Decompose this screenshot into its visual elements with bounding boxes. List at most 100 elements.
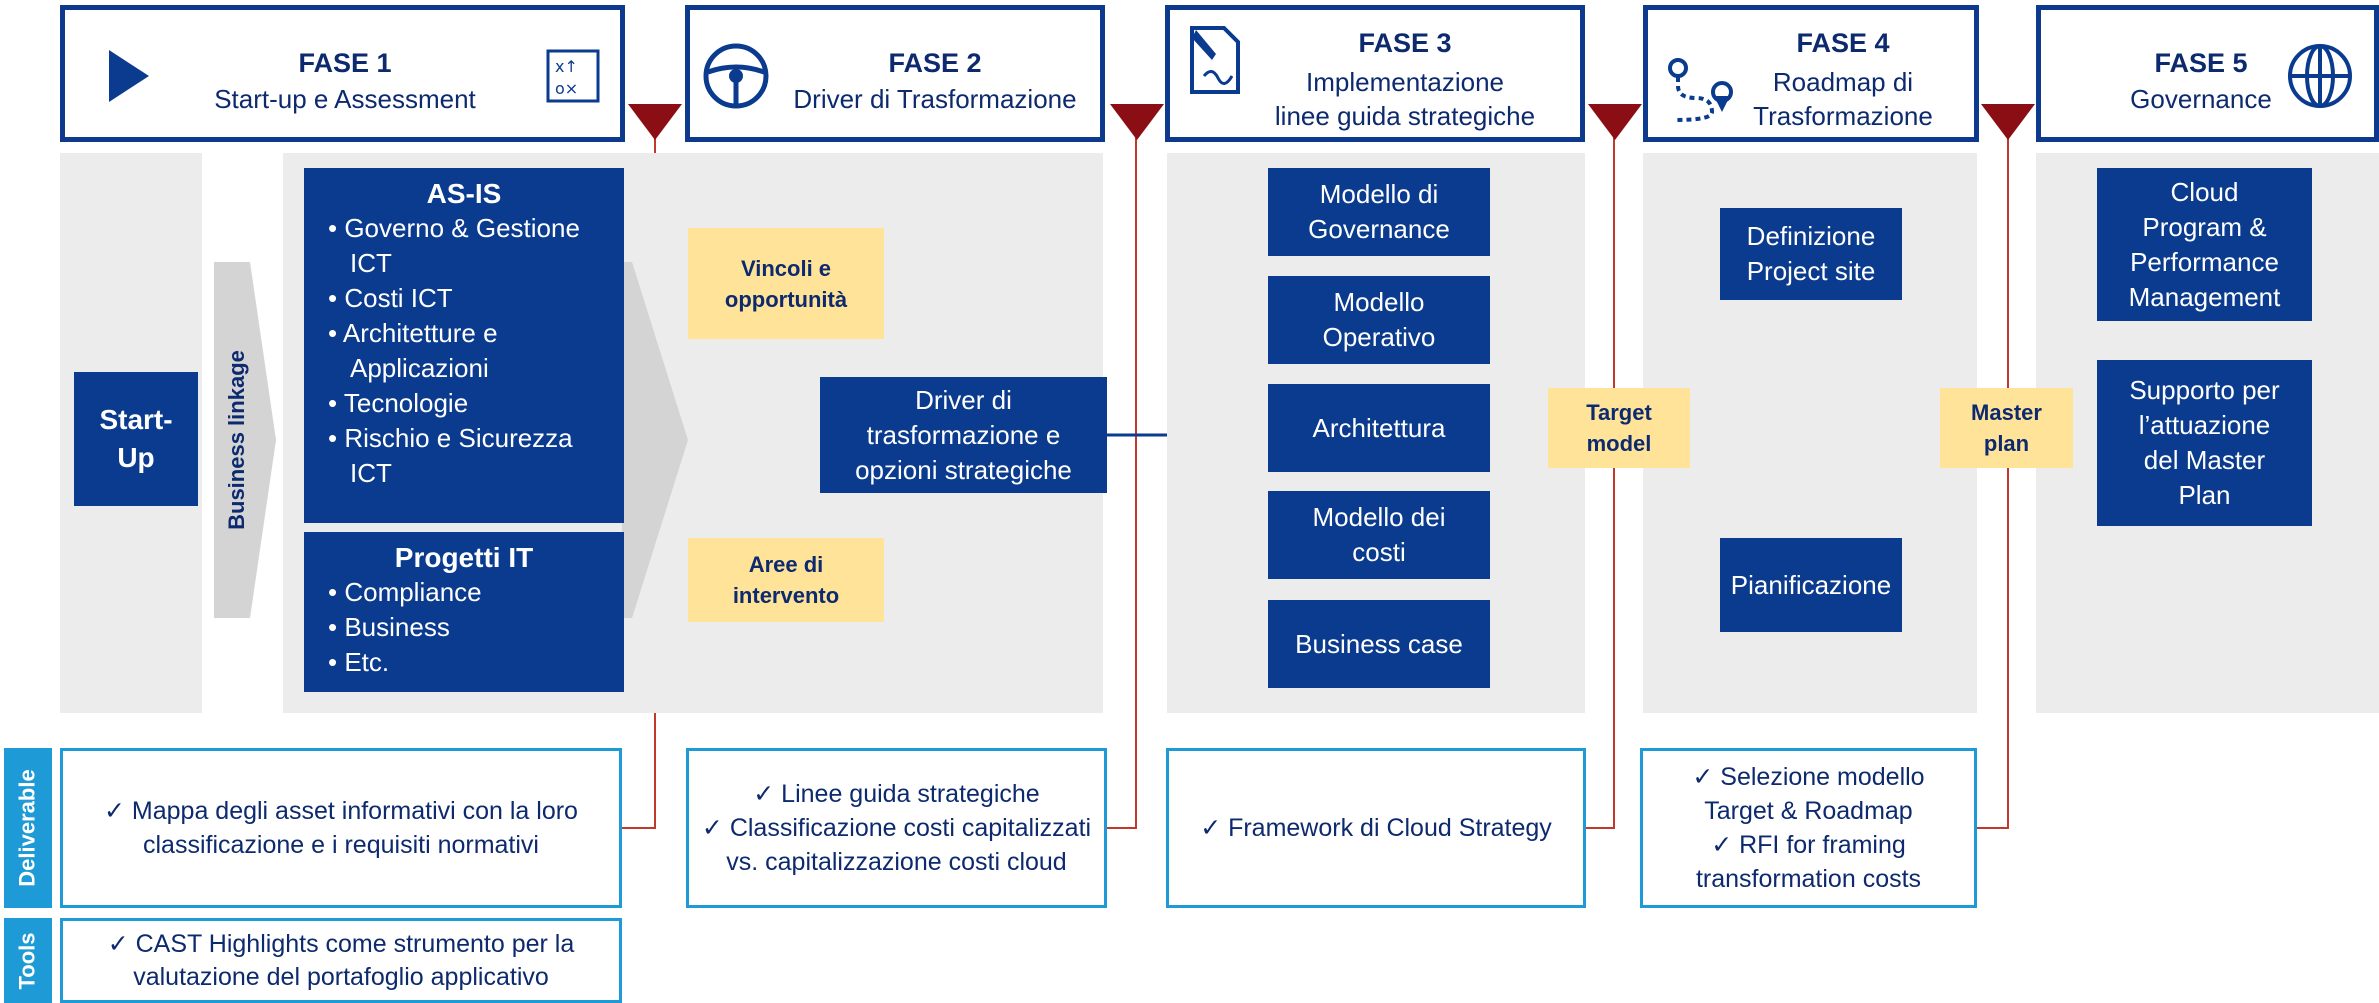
fase3-box-costi: Modello dei costi bbox=[1268, 491, 1490, 579]
steering-wheel-icon bbox=[703, 43, 769, 109]
supporto-line: del Master bbox=[2143, 445, 2266, 475]
svg-text:x↑: x↑ bbox=[555, 57, 578, 76]
supporto-box: Supporto per l’attuazione del Master Pla… bbox=[2097, 360, 2312, 526]
phase-1-subtitle: Start-up e Assessment bbox=[214, 84, 476, 114]
play-icon bbox=[109, 50, 149, 102]
phase-4-title: FASE 4 bbox=[1796, 28, 1890, 58]
phase-4-subtitle-2: Trasformazione bbox=[1753, 101, 1933, 131]
deliverable-line: ✓ Classificazione costi capitalizzati bbox=[701, 814, 1092, 842]
tools-phase-1: ✓ CAST Highlights come strumento per la … bbox=[60, 918, 622, 1003]
phase-arrow-1 bbox=[628, 104, 682, 140]
deliverable-line: ✓ RFI for framing bbox=[1711, 831, 1906, 859]
aree-box: Aree di intervento bbox=[688, 538, 884, 622]
tools-line: ✓ CAST Highlights come strumento per la bbox=[107, 929, 575, 958]
driver-label-1: Driver di bbox=[915, 384, 1012, 415]
tools-line: valutazione del portafoglio applicativo bbox=[133, 962, 549, 991]
fase3-box-business-case: Business case bbox=[1268, 600, 1490, 688]
cloud-line: Program & bbox=[2142, 211, 2267, 242]
phase-2-title: FASE 2 bbox=[888, 48, 982, 78]
box-line: Modello di bbox=[1319, 179, 1439, 209]
box-line: costi bbox=[1352, 537, 1406, 567]
deliverable-label: Deliverable bbox=[15, 769, 40, 887]
deliverable-line: ✓ Selezione modello bbox=[1692, 763, 1925, 791]
phase-4-header: FASE 4 Roadmap di Trasformazione bbox=[1643, 5, 1979, 142]
definizione-box: Definizione Project site bbox=[1720, 208, 1902, 300]
route-pin-icon bbox=[1668, 58, 1733, 122]
business-linkage-arrow bbox=[214, 262, 276, 618]
deliverable-line: classificazione e i requisiti normativi bbox=[143, 831, 539, 859]
deliverable-line: ✓ Framework di Cloud Strategy bbox=[1200, 814, 1552, 842]
tools-sidebar: Tools bbox=[4, 918, 52, 1003]
document-pen-icon bbox=[1190, 26, 1240, 94]
phase-5-subtitle: Governance bbox=[2130, 84, 2272, 114]
cloud-line: Performance bbox=[2130, 246, 2279, 277]
master-label-1: Master bbox=[1971, 400, 2042, 425]
box-line: Modello bbox=[1333, 287, 1425, 317]
pianificazione-label: Pianificazione bbox=[1730, 569, 1892, 600]
target-label-1: Target bbox=[1586, 400, 1652, 425]
deliverable-phase-2: ✓ Linee guida strategiche ✓ Classificazi… bbox=[686, 748, 1107, 908]
pianificazione-box: Pianificazione bbox=[1720, 538, 1902, 632]
box-line: Business case bbox=[1295, 628, 1463, 659]
target-label-2: model bbox=[1586, 431, 1652, 456]
asis-item: • Rischio e Sicurezza bbox=[328, 423, 573, 453]
asis-item: • Costi ICT bbox=[328, 283, 453, 313]
supporto-line: l’attuazione bbox=[2138, 410, 2271, 440]
deliverable-phase-3: ✓ Framework di Cloud Strategy bbox=[1166, 748, 1586, 908]
asis-item: • Architetture e bbox=[328, 318, 498, 348]
globe-icon bbox=[2288, 44, 2352, 108]
asis-box: AS-IS • Governo & Gestione ICT • Costi I… bbox=[304, 168, 624, 523]
phase-2-header: FASE 2 Driver di Trasformazione bbox=[685, 5, 1105, 142]
asis-item: • Governo & Gestione bbox=[328, 213, 580, 243]
deliverable-line: Target & Roadmap bbox=[1704, 797, 1913, 825]
phase-arrow-4 bbox=[1981, 104, 2035, 140]
fase3-box-governance: Modello di Governance bbox=[1268, 168, 1490, 256]
deliverable-phase-4: ✓ Selezione modello Target & Roadmap ✓ R… bbox=[1640, 748, 1977, 908]
vincoli-box: Vincoli e opportunità bbox=[688, 228, 884, 339]
aree-label-1: Aree di bbox=[748, 552, 824, 577]
aree-label-2: intervento bbox=[732, 583, 840, 608]
box-line: Modello dei bbox=[1312, 502, 1446, 532]
phase-1-header: FASE 1 Start-up e Assessment x↑ o× bbox=[60, 5, 625, 142]
deliverable-line: ✓ Mappa degli asset informativi con la l… bbox=[104, 797, 578, 825]
phase-arrow-2 bbox=[1110, 104, 1164, 140]
startup-label-1: Start- bbox=[99, 404, 173, 435]
startup-box: Start- Up bbox=[74, 372, 198, 506]
asis-title: AS-IS bbox=[426, 178, 502, 209]
driver-label-3: opzioni strategiche bbox=[855, 454, 1072, 485]
driver-label-2: trasformazione e bbox=[866, 419, 1061, 450]
deliverable-line: vs. capitalizzazione costi cloud bbox=[726, 848, 1067, 876]
supporto-line: Supporto per bbox=[2129, 375, 2280, 405]
asis-item-cont: ICT bbox=[350, 458, 392, 488]
definizione-label-2: Project site bbox=[1746, 256, 1876, 286]
vincoli-label-1: Vincoli e bbox=[740, 255, 832, 281]
phase-3-subtitle-1: Implementazione bbox=[1306, 67, 1504, 97]
calculation-board-icon: x↑ o× bbox=[546, 49, 600, 103]
phase-3-subtitle-2: linee guida strategiche bbox=[1274, 101, 1536, 131]
master-label-2: plan bbox=[1983, 431, 2030, 456]
phase-arrow-3 bbox=[1588, 104, 1642, 140]
startup-label-2: Up bbox=[117, 442, 155, 473]
phase-5-title: FASE 5 bbox=[2154, 48, 2248, 78]
box-line: Architettura bbox=[1312, 412, 1446, 443]
cloud-line: Management bbox=[2128, 281, 2281, 312]
business-linkage: Business linkage bbox=[212, 290, 262, 590]
asis-item-cont: ICT bbox=[350, 248, 392, 278]
driver-box: Driver di trasformazione e opzioni strat… bbox=[820, 377, 1107, 493]
box-line: Governance bbox=[1308, 214, 1450, 244]
definizione-label-1: Definizione bbox=[1746, 221, 1876, 251]
asis-item-cont: Applicazioni bbox=[350, 353, 489, 383]
phase-3-title: FASE 3 bbox=[1358, 28, 1452, 58]
phase-5-header: FASE 5 Governance bbox=[2036, 5, 2379, 142]
svg-text:o×: o× bbox=[555, 79, 578, 98]
box-line: Operativo bbox=[1322, 322, 1436, 352]
tools-label: Tools bbox=[15, 931, 40, 990]
deliverable-phase-1: ✓ Mappa degli asset informativi con la l… bbox=[60, 748, 622, 908]
target-model-box: Target model bbox=[1548, 388, 1690, 468]
vincoli-label-2: opportunità bbox=[724, 286, 848, 312]
business-linkage-label: Business linkage bbox=[224, 350, 249, 530]
asis-item: • Tecnologie bbox=[328, 388, 469, 418]
phase-3-header: FASE 3 Implementazione linee guida strat… bbox=[1165, 5, 1585, 142]
phase-1-arrow bbox=[622, 262, 688, 618]
